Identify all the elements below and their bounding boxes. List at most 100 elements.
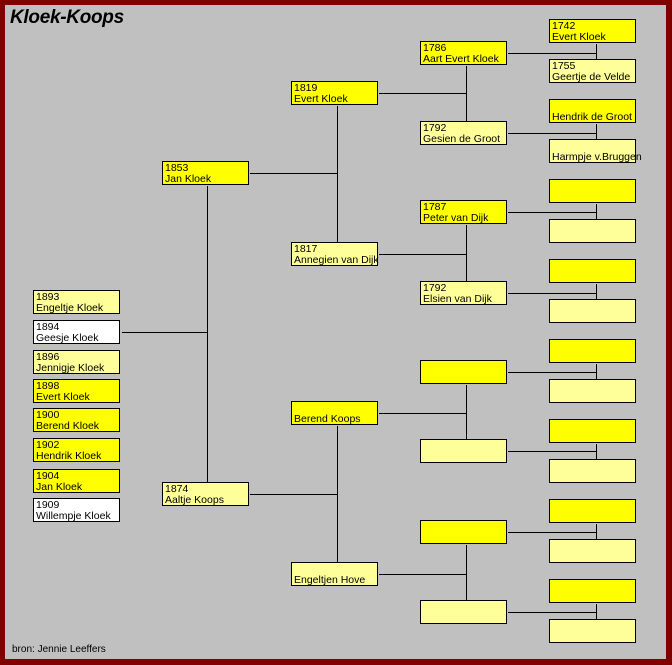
connector-line (122, 332, 207, 333)
birth-year: 1893 (36, 291, 60, 303)
birth-year (552, 461, 633, 472)
birth-year: 1742 (552, 20, 576, 32)
great-great-grandparent-person-box[interactable]: Hendrik de Groot (549, 99, 636, 123)
great-great-grandparent-person-box[interactable] (549, 499, 636, 523)
connector-line (466, 66, 467, 121)
connector-line (379, 254, 466, 255)
birth-year (423, 602, 504, 613)
grandparent-person-box[interactable]: Berend Koops (291, 401, 378, 425)
great-grandparent-person-box[interactable] (420, 439, 507, 463)
birth-year (423, 362, 504, 373)
birth-year: 1819 (294, 82, 318, 94)
connector-line (466, 545, 467, 600)
connector-line (596, 204, 597, 219)
page-title: Kloek-Koops (10, 7, 124, 28)
birth-year: 1898 (36, 380, 60, 392)
great-great-grandparent-person-box[interactable] (549, 299, 636, 323)
great-great-grandparent-person-box[interactable] (549, 419, 636, 443)
birth-year: 1755 (552, 60, 576, 72)
great-great-grandparent-person-box[interactable] (549, 539, 636, 563)
grandparent-person-box[interactable]: Engeltjen Hove (291, 562, 378, 586)
source-credit: bron: Jennie Leeffers (12, 644, 106, 655)
connector-line (596, 44, 597, 59)
birth-year (552, 621, 633, 632)
great-great-grandparent-person-box[interactable] (549, 259, 636, 283)
birth-year: 1909 (36, 499, 60, 511)
birth-year (552, 261, 633, 272)
birth-year: 1894 (36, 321, 60, 333)
great-grandparent-person-box[interactable] (420, 360, 507, 384)
person-name: Evert Kloek (552, 31, 606, 43)
connector-line (508, 451, 596, 452)
connector-line (207, 186, 208, 494)
person-name: Hendrik Kloek (36, 450, 102, 462)
person-name: Jennigje Kloek (36, 362, 105, 374)
person-name: Evert Kloek (294, 93, 348, 105)
birth-year (552, 581, 633, 592)
person-name: Jan Kloek (36, 481, 83, 493)
birth-year: 1874 (165, 483, 189, 495)
person-name: Aaltje Koops (165, 494, 224, 506)
great-great-grandparent-person-box[interactable] (549, 619, 636, 643)
person-name: Geertje de Velde (552, 71, 631, 83)
connector-line (596, 444, 597, 459)
connector-line (466, 225, 467, 281)
person-name: Hendrik de Groot (552, 111, 632, 123)
birth-year: 1853 (165, 162, 189, 174)
great-grandparent-person-box[interactable] (420, 600, 507, 624)
great-great-grandparent-person-box[interactable] (549, 339, 636, 363)
connector-line (596, 364, 597, 379)
birth-year: 1900 (36, 409, 60, 421)
great-great-grandparent-person-box[interactable]: Harmpje v.Bruggen (549, 139, 642, 163)
connector-line (508, 532, 596, 533)
connector-line (337, 426, 338, 562)
great-great-grandparent-person-box[interactable] (549, 379, 636, 403)
great-great-grandparent-person-box[interactable] (549, 459, 636, 483)
birth-year: 1817 (294, 243, 318, 255)
birth-year (552, 181, 633, 192)
person-name: Berend Koops (294, 413, 361, 425)
person-name: Engeltje Kloek (36, 302, 104, 314)
birth-year: 1792 (423, 122, 447, 134)
connector-line (466, 385, 467, 439)
person-name: Harmpje v.Bruggen (552, 151, 642, 163)
person-name: Elsien van Dijk (423, 293, 492, 305)
connector-line (379, 574, 466, 575)
birth-year (552, 501, 633, 512)
great-great-grandparent-person-box[interactable] (549, 179, 636, 203)
connector-line (379, 93, 466, 94)
connector-line (508, 133, 596, 134)
great-great-grandparent-person-box[interactable] (549, 219, 636, 243)
person-name: Geesje Kloek (36, 332, 99, 344)
person-name: Peter van Dijk (423, 212, 489, 224)
birth-year: 1902 (36, 439, 60, 451)
birth-year (552, 341, 633, 352)
birth-year (552, 301, 633, 312)
birth-year: 1786 (423, 42, 447, 54)
birth-year (423, 441, 504, 452)
birth-year (552, 541, 633, 552)
person-name: Jan Kloek (165, 173, 212, 185)
great-grandparent-person-box[interactable] (420, 520, 507, 544)
birth-year: 1787 (423, 201, 447, 213)
great-great-grandparent-person-box[interactable] (549, 579, 636, 603)
